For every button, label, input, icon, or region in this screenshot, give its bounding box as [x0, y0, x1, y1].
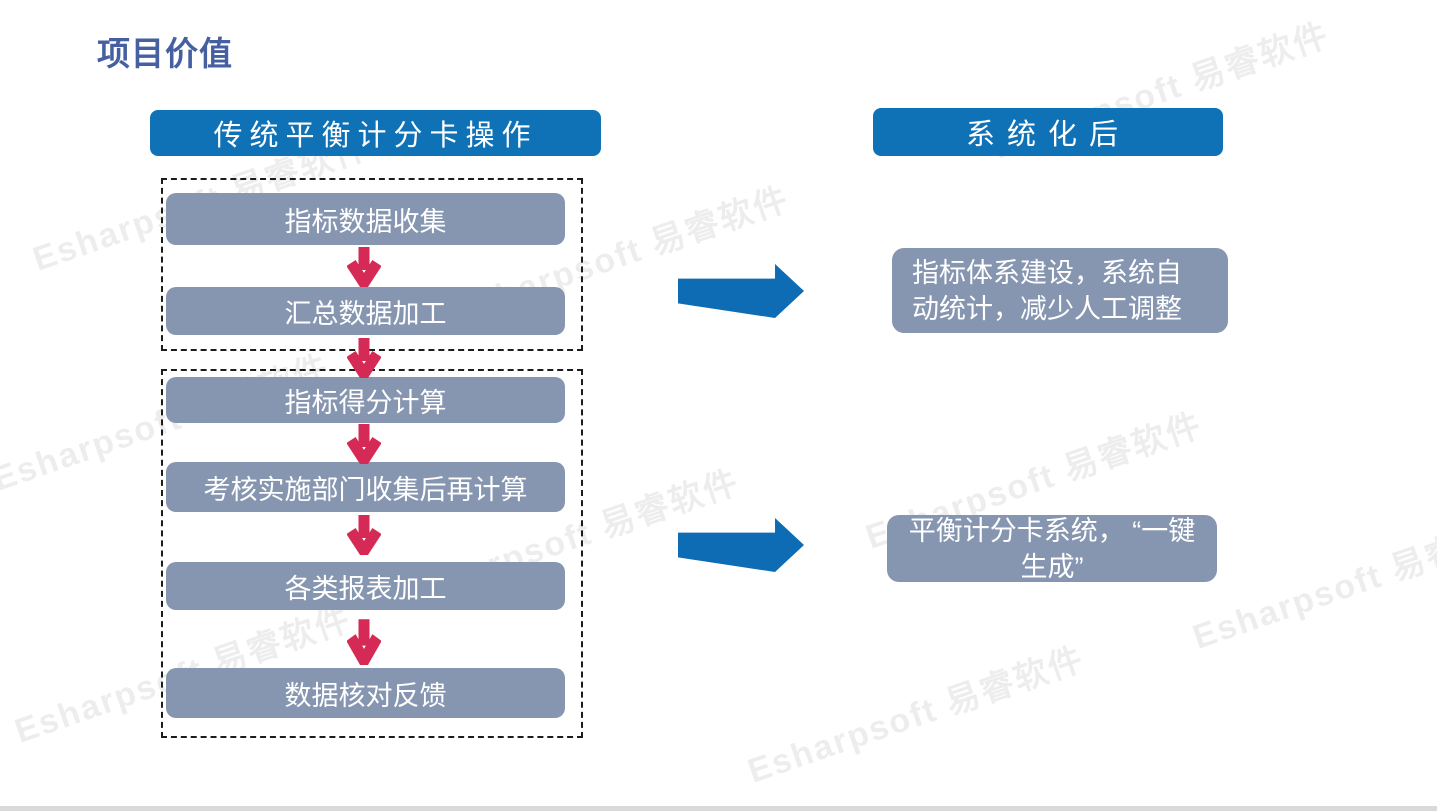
dashed-group-1 [161, 178, 583, 351]
footer-divider [0, 806, 1437, 811]
header-traditional: 传统平衡计分卡操作 [150, 110, 601, 156]
flow-step: 数据核对反馈 [166, 668, 565, 718]
flow-step: 汇总数据加工 [166, 287, 565, 335]
right-arrow-icon [678, 518, 804, 572]
down-arrow-icon [347, 422, 381, 464]
down-arrow-icon [347, 617, 381, 665]
flow-step: 指标数据收集 [166, 193, 565, 245]
header-systematized: 系统化后 [873, 108, 1223, 156]
flow-step: 指标得分计算 [166, 377, 565, 423]
result-box: 平衡计分卡系统， “一键生成” [887, 515, 1217, 582]
page-title: 项目价值 [97, 35, 233, 72]
flow-step: 考核实施部门收集后再计算 [166, 462, 565, 512]
right-arrow-icon [678, 264, 804, 318]
watermark: Esharpsoft 易睿软件 [743, 639, 1090, 791]
result-box: 指标体系建设，系统自动统计，减少人工调整 [892, 248, 1228, 333]
down-arrow-icon [347, 245, 381, 287]
flow-step: 各类报表加工 [166, 562, 565, 610]
down-arrow-icon [347, 336, 381, 378]
watermark: Esharpsoft 易睿软件 [1188, 505, 1437, 657]
down-arrow-icon [347, 513, 381, 555]
